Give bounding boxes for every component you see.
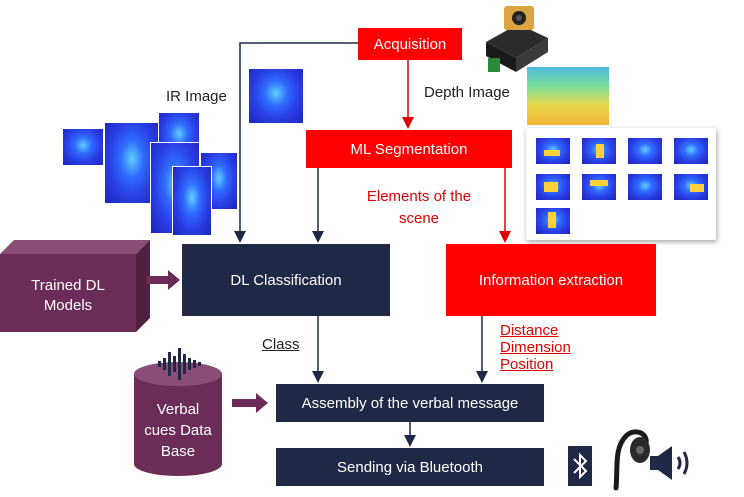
ir-image-collage: [60, 112, 240, 236]
ir-image: [248, 68, 304, 124]
acquisition-node: Acquisition: [358, 28, 462, 60]
sending-node: Sending via Bluetooth: [276, 448, 544, 486]
camera-sensor-icon: [478, 2, 552, 80]
headset-icon: [608, 428, 652, 492]
seg-highlight: [544, 150, 560, 156]
ir-thumbnail: [62, 128, 104, 166]
dl-classification-node: DL Classification: [182, 244, 390, 316]
arrow-acq-to-dl: [234, 42, 358, 243]
ir-thumbnail: [172, 166, 212, 236]
arrow-db-to-assembly: [232, 393, 268, 413]
label-dimension: Dimension: [500, 339, 571, 356]
label-depth-image: Depth Image: [424, 84, 510, 101]
seg-highlight: [544, 182, 558, 192]
segmentation-results-panel: [526, 128, 716, 240]
verbal-db-label: Verbal cues Data Base: [144, 400, 212, 460]
bluetooth-icon: [568, 446, 592, 486]
seg-thumbnail: [674, 138, 708, 164]
seg-highlight: [548, 212, 556, 228]
speaker-icon: [650, 446, 692, 480]
depth-image: [526, 66, 610, 126]
label-distance: Distance: [500, 322, 559, 339]
information-extraction-node: Information extraction: [446, 244, 656, 316]
seg-thumbnail: [628, 138, 662, 164]
trained-models-label: Trained DL Models: [31, 277, 105, 314]
arrow-models-to-dl: [146, 270, 180, 290]
label-position: Position: [500, 356, 554, 373]
ml-segmentation-node: ML Segmentation: [306, 130, 512, 168]
trained-models-box: Trained DL Models: [0, 240, 150, 332]
seg-highlight: [690, 184, 704, 192]
sound-wave-icon: [158, 346, 202, 382]
seg-thumbnail: [628, 174, 662, 200]
seg-thumbnail: [582, 174, 616, 200]
label-elements-scene: Elements of the scene: [366, 188, 472, 227]
label-class: Class: [262, 336, 300, 353]
seg-highlight: [590, 180, 608, 186]
assembly-node: Assembly of the verbal message: [276, 384, 544, 422]
label-ir-image: IR Image: [166, 88, 227, 105]
seg-highlight: [596, 144, 604, 158]
